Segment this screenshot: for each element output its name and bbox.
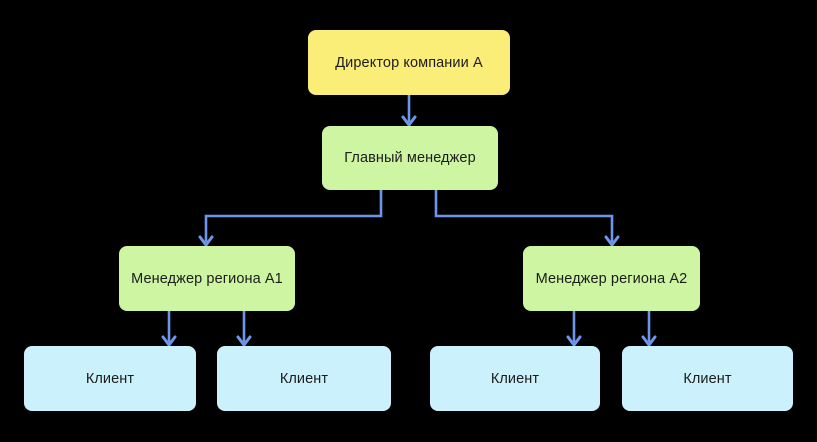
- connector-a1-client2: [236, 311, 252, 347]
- connector-chief-manager-a1: [198, 190, 383, 247]
- connector-a2-client4: [641, 311, 657, 347]
- node-manager-a2-label: Менеджер региона А2: [535, 270, 688, 287]
- node-client-3-label: Клиент: [490, 370, 540, 387]
- connector-chief-manager-a2: [434, 190, 620, 247]
- node-client-1-label: Клиент: [85, 370, 135, 387]
- node-manager-a1-label: Менеджер региона А1: [131, 270, 283, 287]
- connector-a2-client3: [566, 311, 582, 347]
- connector-a1-client1: [161, 311, 177, 347]
- node-client-2-label: Клиент: [279, 370, 329, 387]
- node-chief-manager-label: Главный менеджер: [344, 150, 476, 166]
- node-director-label: Директор компании А: [335, 54, 483, 71]
- node-manager-a2[interactable]: Менеджер региона А2: [523, 246, 700, 311]
- node-client-3[interactable]: Клиент: [430, 346, 600, 411]
- node-client-1[interactable]: Клиент: [24, 346, 196, 411]
- node-manager-a1[interactable]: Менеджер региона А1: [119, 246, 295, 311]
- connector-director-chief: [401, 95, 417, 127]
- node-client-4-label: Клиент: [683, 370, 732, 387]
- node-client-4[interactable]: Клиент: [622, 346, 793, 411]
- node-director[interactable]: Директор компании А: [308, 30, 510, 95]
- node-chief-manager[interactable]: Главный менеджер: [322, 126, 498, 190]
- node-client-2[interactable]: Клиент: [217, 346, 391, 411]
